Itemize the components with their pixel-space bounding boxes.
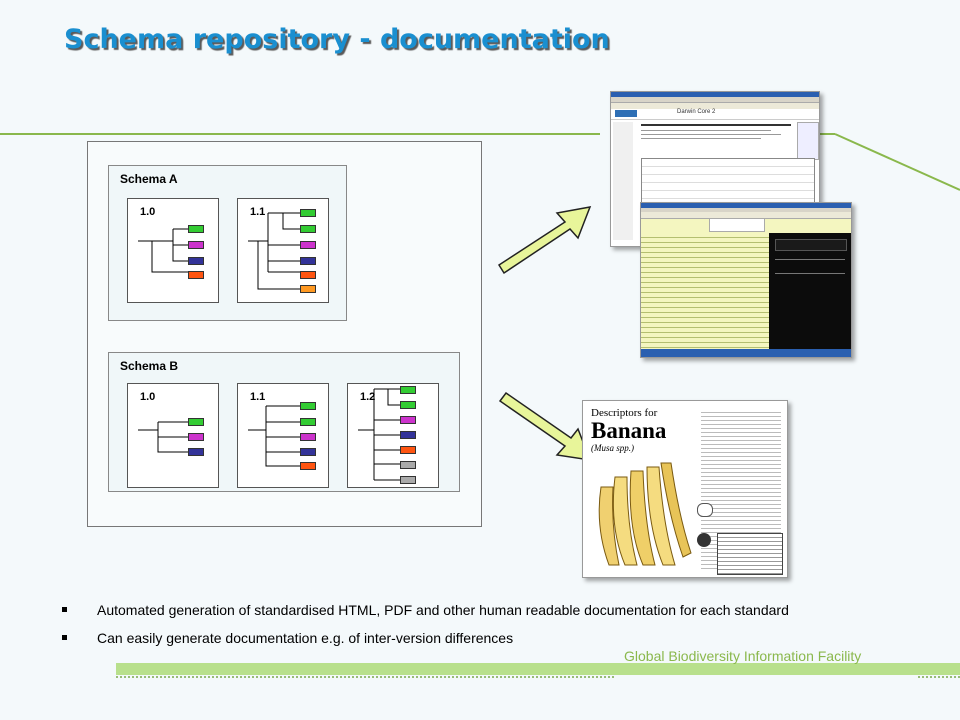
schema-b-version-1-1: 1.1: [237, 383, 329, 488]
schema-a-version-1-0: 1.0: [127, 198, 219, 303]
tree-lines: [138, 421, 188, 453]
version-label: 1.1: [250, 391, 266, 403]
tree-lines: [248, 405, 300, 467]
arrow-to-html: [497, 206, 592, 275]
html-doc-screenshot-2: [640, 202, 852, 358]
banana-illustration: [598, 462, 692, 566]
bullet-marker: [62, 635, 67, 640]
schema-a-box: Schema A 1.0 1.1: [108, 165, 347, 321]
version-label: 1.2: [360, 391, 376, 403]
tree-lines: [248, 212, 300, 290]
bullet-marker: [62, 607, 67, 612]
schema-b-version-1-2: 1.2: [347, 383, 439, 488]
pdf-subject: Banana: [591, 418, 667, 443]
arrow-to-pdf: [498, 391, 592, 461]
schema-b-box: Schema B 1.0 1.1 1.2: [108, 352, 460, 492]
bullet-text: Automated generation of standardised HTM…: [97, 602, 789, 618]
top-green-curve: [834, 133, 960, 191]
version-label: 1.0: [140, 206, 156, 218]
schema-a-label: Schema A: [120, 172, 178, 186]
tree-lines: [138, 228, 188, 273]
footer-green-bar: [116, 663, 960, 675]
schema-diagram: Schema A 1.0 1.1 Schema B: [87, 141, 482, 527]
schema-b-label: Schema B: [120, 359, 179, 373]
schema-b-version-1-0: 1.0: [127, 383, 219, 488]
pdf-doc-screenshot: Descriptors for Banana (Musa spp.): [582, 400, 788, 578]
footer-org-name: Global Biodiversity Information Facility: [624, 648, 862, 664]
bullet-list: Automated generation of standardised HTM…: [58, 600, 938, 656]
pdf-latin: (Musa spp.): [591, 443, 634, 453]
bullet-item: Automated generation of standardised HTM…: [58, 600, 938, 628]
tree-lines: [358, 388, 400, 481]
bullet-item: Can easily generate documentation e.g. o…: [58, 628, 938, 656]
bullet-text: Can easily generate documentation e.g. o…: [97, 630, 514, 646]
schema-a-version-1-1: 1.1: [237, 198, 329, 303]
pdf-title: Descriptors for: [591, 407, 658, 419]
slide-title: Schema repository - documentation: [64, 24, 610, 55]
thumb-header-text: Darwin Core 2: [677, 109, 716, 115]
version-label: 1.0: [140, 391, 156, 403]
version-label: 1.1: [250, 206, 266, 218]
